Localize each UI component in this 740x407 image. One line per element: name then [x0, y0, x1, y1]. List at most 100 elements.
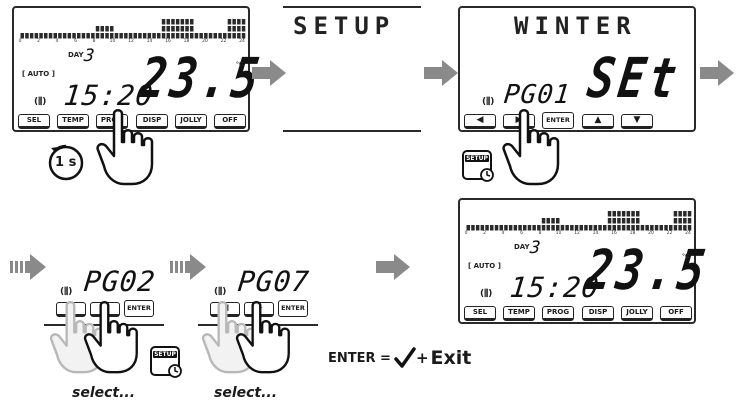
bar-segment	[213, 33, 217, 39]
bar-segment	[617, 225, 621, 231]
disp-button[interactable]: DISP	[582, 306, 614, 321]
sel-button[interactable]: SEL	[464, 306, 496, 321]
hold-timer-icon	[48, 144, 84, 181]
left-button[interactable]: ◀	[464, 114, 496, 129]
bar-segment	[95, 26, 100, 32]
off-button[interactable]: OFF	[660, 306, 692, 321]
bar-segment	[185, 33, 189, 39]
down-button[interactable]: ▼	[621, 114, 653, 129]
tick-label: 22	[666, 231, 673, 236]
arrow-right-icon	[170, 254, 206, 280]
temp-button[interactable]: TEMP	[503, 306, 535, 321]
program-code: PG02	[82, 265, 158, 298]
tick-label: 14	[146, 39, 153, 44]
winter-screen: WINTER (⫼) PG01 SEt ◀ ▶ ENTER ▲ ▼	[458, 6, 696, 132]
tick-label: 6	[74, 39, 77, 44]
enter-button[interactable]: ENTER	[124, 300, 154, 317]
bar-segment	[241, 26, 246, 32]
bar-segment	[110, 26, 114, 32]
setup-clock-icon: SETUP	[150, 346, 182, 378]
bar-segment	[199, 33, 203, 39]
bar-segment	[551, 218, 555, 224]
bar-segment	[513, 225, 518, 231]
tick-label: 14	[592, 231, 599, 236]
bar-segment	[579, 225, 583, 231]
celsius-unit: °C	[236, 61, 244, 68]
bar-segment	[25, 33, 29, 39]
bar-segment	[241, 19, 246, 25]
bar-segment	[631, 211, 635, 217]
bar-segment	[175, 33, 180, 39]
jolly-button[interactable]: JOLLY	[175, 114, 207, 129]
bar-segment	[636, 211, 640, 217]
bar-segment	[72, 33, 76, 39]
bar-segment	[560, 225, 565, 231]
plus-sign: +	[415, 348, 429, 367]
tick-label: 20	[202, 39, 208, 44]
bar-segment	[621, 225, 626, 231]
bar-graph	[20, 19, 246, 39]
bar-segment	[190, 19, 194, 25]
bar-segment	[62, 33, 67, 39]
temp-button[interactable]: TEMP	[57, 114, 89, 129]
up-button[interactable]: ▲	[582, 114, 614, 129]
bar-segment	[48, 33, 53, 39]
sel-button[interactable]: SEL	[18, 114, 50, 129]
bar-segment	[527, 225, 532, 231]
bar-segment	[166, 33, 170, 39]
bar-segment	[190, 26, 194, 32]
enter-button[interactable]: ENTER	[278, 300, 308, 317]
bar-segment	[204, 33, 208, 39]
bar-segment	[180, 19, 185, 25]
bar-segment	[128, 33, 133, 39]
bar-segment	[621, 211, 626, 217]
off-button[interactable]: OFF	[214, 114, 246, 129]
bar-graph	[466, 211, 692, 231]
tick-label: 10	[109, 39, 116, 44]
bar-segment	[171, 33, 175, 39]
program-code: PG01	[502, 80, 573, 110]
bar-segment	[119, 33, 123, 39]
auto-label: [ AUTO ]	[22, 70, 55, 78]
tick-label: 16	[611, 231, 617, 236]
disp-button[interactable]: DISP	[136, 114, 168, 129]
bar-segment	[673, 211, 678, 217]
radiator-icon: (⫼)	[34, 97, 47, 107]
bar-segment	[171, 19, 175, 25]
bar-segment	[556, 225, 560, 231]
bar-segment	[678, 225, 682, 231]
enter-button[interactable]: ENTER	[542, 112, 574, 129]
bar-segment	[190, 33, 194, 39]
bar-segment	[687, 211, 692, 217]
arrow-right-icon	[424, 60, 458, 86]
bar-segment	[556, 218, 560, 224]
enter-exit-legend: ENTER = + Exit	[328, 346, 471, 370]
select-caption: select...	[214, 385, 278, 401]
celsius-unit: °C	[682, 253, 690, 260]
bar-segment	[683, 211, 687, 217]
bar-segment	[546, 218, 550, 224]
bar-segment	[626, 218, 631, 224]
bar-segment	[114, 33, 119, 39]
tick-label: 10	[555, 231, 562, 236]
bar-segment	[105, 33, 109, 39]
arrow-right-icon	[700, 60, 734, 86]
bar-segment	[523, 225, 527, 231]
tick-label: 18	[183, 39, 190, 44]
jolly-button[interactable]: JOLLY	[621, 306, 653, 321]
bar-segment	[95, 33, 100, 39]
bar-segment	[105, 26, 109, 32]
bar-segment	[499, 225, 503, 231]
bar-segment	[490, 225, 494, 231]
bar-segment	[636, 218, 640, 224]
bar-segment	[626, 225, 631, 231]
set-value: SEt	[583, 47, 685, 111]
tick-label: 4	[55, 39, 59, 44]
bar-segment	[185, 26, 189, 32]
bar-segment	[161, 33, 166, 39]
bar-segment	[166, 19, 170, 25]
prog-button[interactable]: PROG	[542, 306, 574, 321]
bar-segment	[166, 26, 170, 32]
bar-segment	[664, 225, 668, 231]
